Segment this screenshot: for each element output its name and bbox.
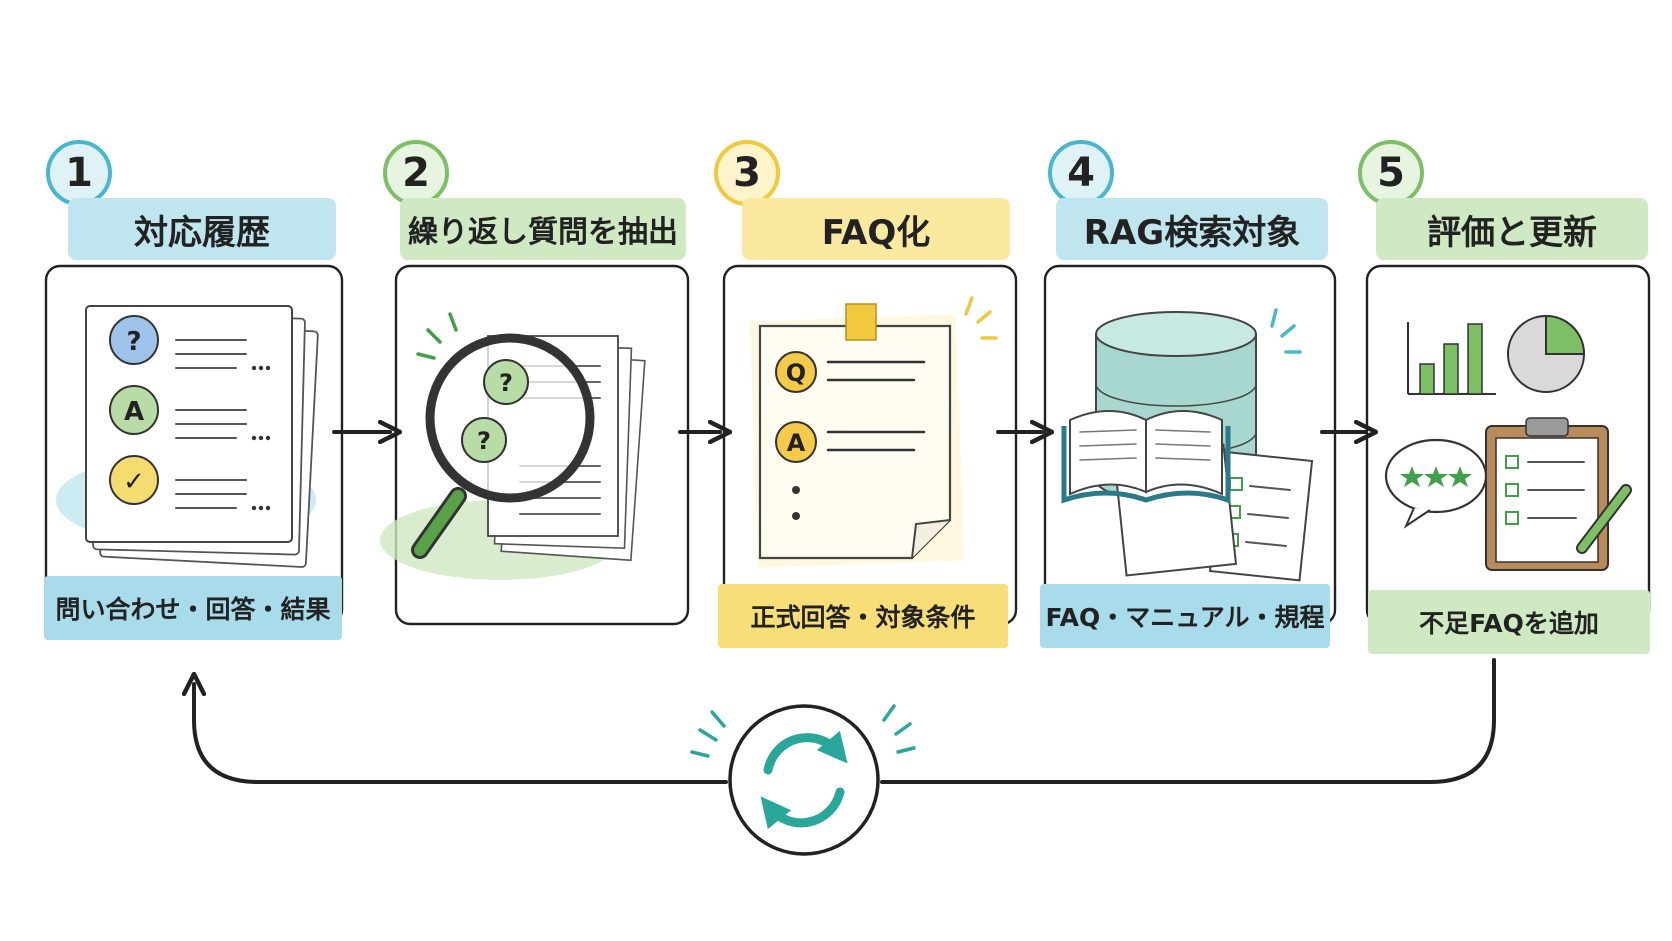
step-1-icon-q: ? [126, 327, 141, 357]
step-4-label: FAQ・マニュアル・規程 [1040, 584, 1330, 648]
step-1-number-badge: 1 [46, 140, 112, 206]
step-1-illustration: ? A ✓ [56, 305, 319, 568]
question-bubble-icon [461, 417, 507, 463]
step-1-label: 問い合わせ・回答・結果 [44, 576, 342, 640]
loop-line-right [880, 658, 1496, 784]
step-2-icon-q2: ? [477, 427, 491, 455]
checklist-doc-icon [1208, 450, 1314, 582]
a-badge-icon [775, 421, 817, 463]
question-bubble-icon [109, 315, 159, 365]
step-3-title: FAQ化 [742, 198, 1010, 260]
question-bubble-icon [483, 359, 529, 405]
step-3-icon-a: A [787, 429, 806, 457]
refresh-icon [690, 704, 916, 856]
step-1-title: 対応履歴 [68, 198, 336, 260]
pencil-icon [1576, 484, 1632, 554]
bar-chart-icon [1407, 322, 1496, 395]
open-book-icon [1061, 410, 1231, 504]
step-4-illustration [1061, 308, 1314, 582]
step-2-title: 繰り返し質問を抽出 [400, 198, 686, 260]
step-5-number-badge: 5 [1358, 140, 1424, 206]
step-2-frame [394, 264, 690, 626]
step-2-icon-q1: ? [499, 369, 513, 397]
q-badge-icon [775, 351, 817, 393]
step-3-illustration: Q A [749, 296, 998, 568]
step-3-icon-q: Q [786, 359, 806, 387]
step-4-title: RAG検索対象 [1056, 198, 1328, 260]
step-2-illustration: ? ? [380, 312, 646, 580]
step-1-icon-check: ✓ [123, 467, 145, 497]
tape-icon [845, 303, 877, 341]
step-5-title: 評価と更新 [1376, 198, 1648, 260]
rating-bubble-icon [1384, 438, 1488, 529]
step-3-label: 正式回答・対象条件 [718, 584, 1008, 648]
loop-line-left [194, 684, 728, 784]
check-bubble-icon [109, 455, 159, 505]
step-2-number-badge: 2 [383, 140, 449, 206]
answer-bubble-icon [109, 385, 159, 435]
step-1-icon-a: A [124, 397, 144, 427]
step-5-illustration [1384, 314, 1632, 571]
step-3-number-badge: 3 [714, 140, 780, 206]
step-5-label: 不足FAQを追加 [1368, 590, 1650, 654]
step-4-number-badge: 4 [1048, 140, 1114, 206]
pie-chart-icon [1507, 314, 1586, 393]
